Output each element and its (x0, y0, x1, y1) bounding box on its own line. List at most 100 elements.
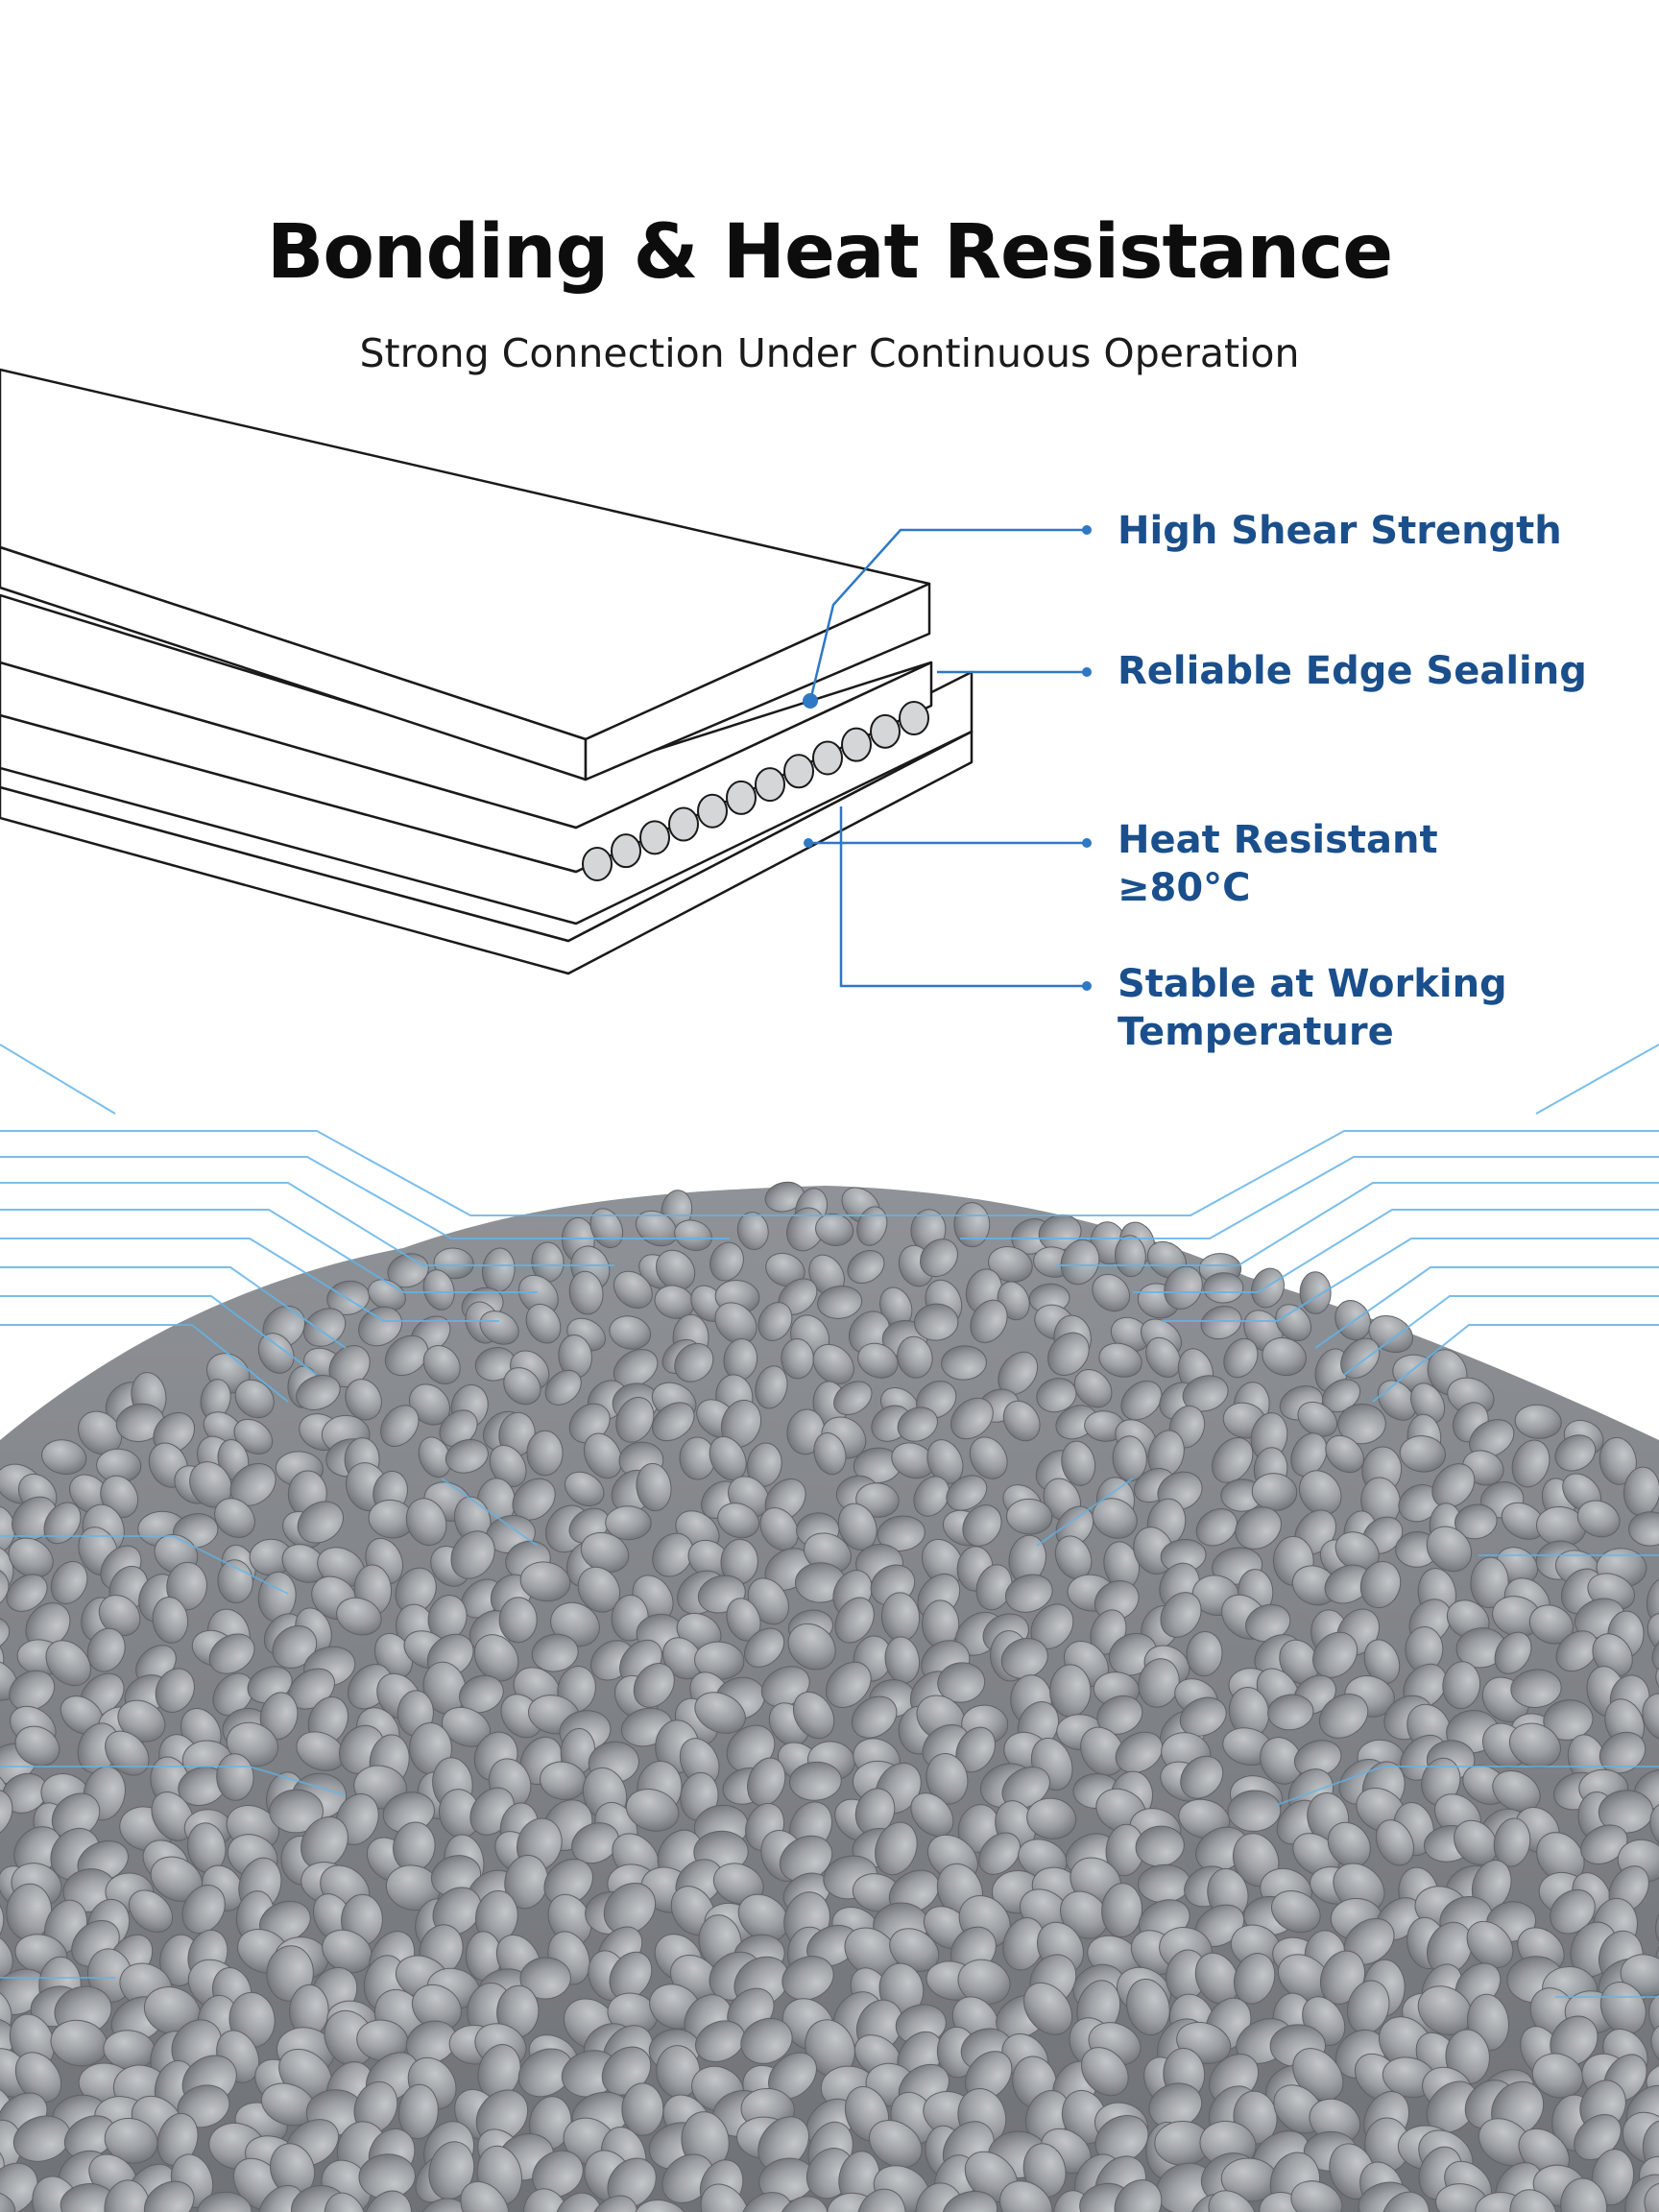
granule (625, 1789, 680, 1832)
granule (609, 1315, 652, 1350)
granule (512, 1478, 556, 1521)
granule (0, 1789, 13, 1839)
granule (459, 1674, 504, 1714)
granule (1363, 1639, 1401, 1685)
granule (336, 1597, 382, 1636)
granule (519, 1957, 571, 2000)
granule (1628, 1511, 1659, 1547)
granule (999, 2180, 1053, 2212)
leader-end-dot (1082, 981, 1092, 991)
granule (712, 1863, 764, 1905)
granule (953, 1202, 991, 1248)
granule (1381, 2191, 1431, 2212)
granule (1442, 1661, 1481, 1710)
granule (143, 2180, 195, 2212)
granule (1080, 1726, 1125, 1776)
granule (216, 1753, 254, 1801)
tech-line (0, 1295, 318, 1376)
granule (14, 1725, 60, 1767)
granule (1399, 1435, 1446, 1473)
granule (1493, 1817, 1531, 1867)
granule (825, 1661, 872, 1708)
adhesive-bead (899, 701, 929, 735)
granule (856, 1206, 888, 1246)
granule (151, 1791, 195, 1841)
adhesive-bead (755, 767, 785, 803)
granule (747, 1757, 786, 1807)
page-title: Bonding & Heat Resistance (266, 209, 1393, 296)
granule (212, 1672, 254, 1717)
granule (1649, 1802, 1659, 1852)
granule (269, 1789, 324, 1834)
leader-stable-working-temperature (839, 806, 1087, 988)
callout-leaders (803, 525, 1092, 991)
callout-text-line: Heat Resistant (1118, 818, 1438, 862)
granule (1421, 1757, 1461, 1806)
granule (1290, 2180, 1343, 2212)
granule (553, 2192, 603, 2212)
granule (1114, 2179, 1163, 2212)
leader-dot (804, 838, 813, 848)
granule (1223, 1337, 1259, 1379)
granule (479, 1310, 519, 1345)
granule (1262, 1337, 1307, 1377)
granule (156, 2112, 199, 2167)
granule (740, 2192, 793, 2212)
granule (1543, 1699, 1594, 1741)
granule (577, 1566, 621, 1613)
granule (1431, 1463, 1476, 1508)
callout-reliable-edge-sealing: Reliable Edge Sealing (1118, 647, 1636, 695)
granule (778, 2196, 829, 2212)
granule (422, 1269, 455, 1310)
granule (0, 2162, 38, 2212)
granule (1208, 2190, 1258, 2212)
granule (1186, 1631, 1223, 1677)
granule (445, 1438, 489, 1474)
granule (694, 1692, 746, 1734)
granule (1115, 1731, 1164, 1773)
tech-line (1056, 1182, 1659, 1266)
tech-line (0, 1044, 116, 1115)
granule (1508, 1722, 1561, 1768)
granule (41, 1439, 87, 1475)
granule (1644, 2181, 1659, 2212)
leader-end-dot (1082, 838, 1092, 848)
granule (914, 1303, 959, 1341)
granule (1023, 1982, 1073, 2035)
granule (525, 1303, 562, 1344)
leader-dot (803, 693, 818, 709)
granule (970, 1299, 1008, 1343)
tech-line-faint (1036, 1478, 1134, 1547)
granule (217, 1559, 253, 1603)
granule (941, 1345, 987, 1381)
granule (969, 1436, 1008, 1479)
granule (1470, 1556, 1509, 1608)
granule (14, 2052, 62, 2104)
granule (740, 2017, 793, 2064)
granule (460, 2180, 510, 2212)
granule (910, 1792, 954, 1838)
granule (1410, 1382, 1446, 1424)
granule (1376, 1819, 1414, 1866)
granule (877, 1515, 926, 1551)
granule (1026, 1797, 1077, 1839)
leader-high-shear-strength (808, 528, 1087, 702)
granule (397, 2083, 439, 2140)
granule (152, 1597, 189, 1644)
granule (498, 1597, 538, 1644)
granule (384, 1334, 429, 1377)
granule (755, 1365, 788, 1409)
granule (1298, 1470, 1342, 1516)
granule (717, 1503, 760, 1539)
callout-text-line: Reliable Edge Sealing (1118, 649, 1587, 693)
granule (1325, 1434, 1364, 1474)
granule (489, 1444, 527, 1488)
granule (869, 2120, 923, 2169)
granule (405, 1498, 447, 1547)
granule (674, 1342, 714, 1382)
granule (0, 1896, 5, 1948)
granule (789, 1761, 842, 1801)
granule (1182, 1375, 1229, 1412)
granule (942, 2190, 998, 2212)
